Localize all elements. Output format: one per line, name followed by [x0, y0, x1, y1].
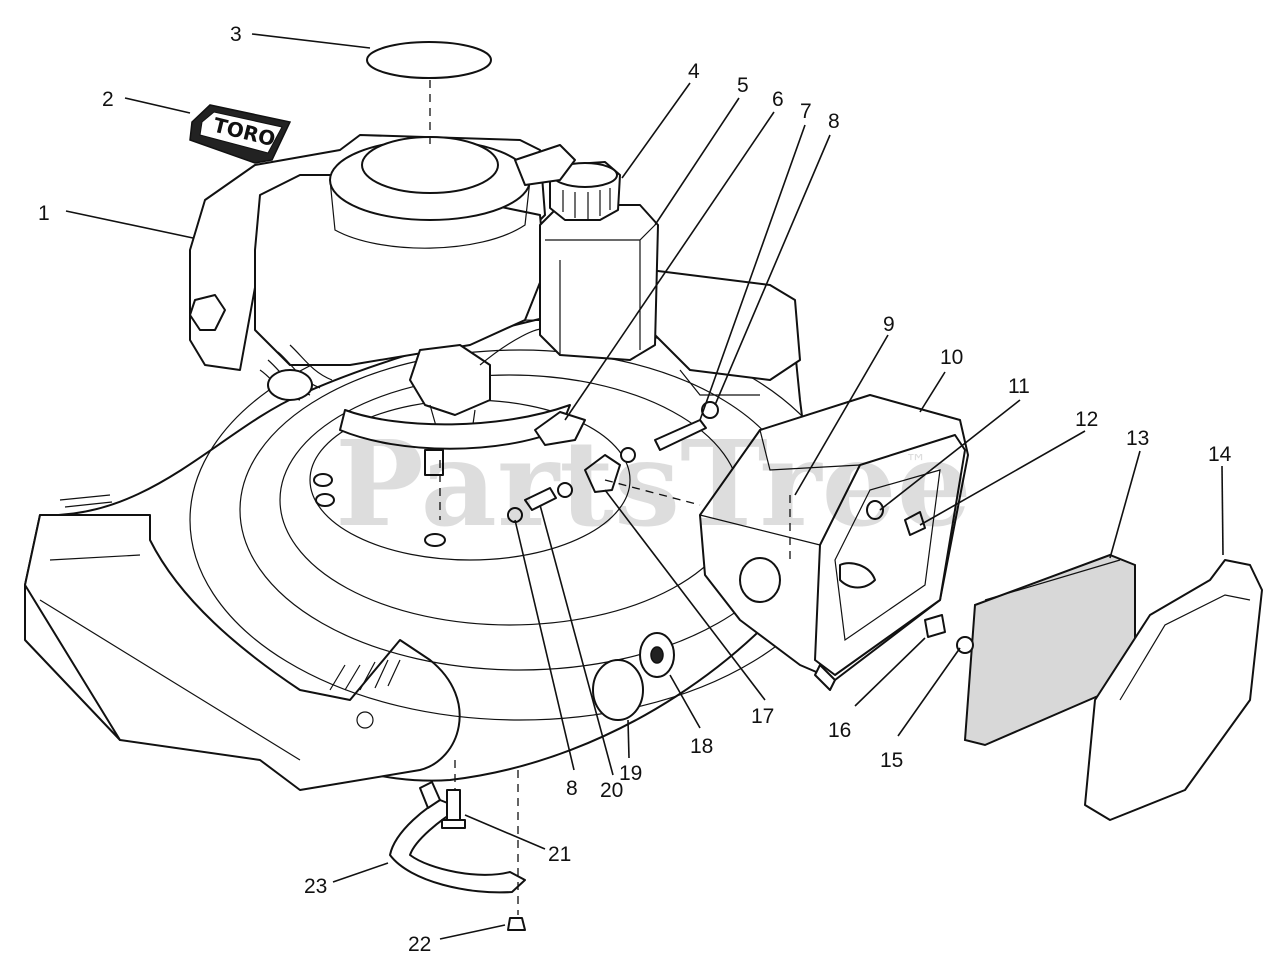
- callout-label: 17: [751, 705, 774, 728]
- callout-label: 14: [1208, 443, 1232, 466]
- toro-decal: TORO: [189, 104, 292, 164]
- callout-label: 10: [940, 346, 963, 369]
- callout-labels: 1 2 3 4 5 6 7 8 9 10 11 12 13 14 15 16 1…: [38, 23, 1232, 956]
- oval-label: [366, 41, 492, 79]
- callout-label: 4: [688, 60, 700, 83]
- callout-label: 23: [304, 875, 327, 898]
- callout-label: 22: [408, 933, 431, 956]
- callout-label: 19: [619, 762, 642, 785]
- fuel-tank: [514, 144, 659, 361]
- callout-label: 11: [1008, 375, 1030, 398]
- callout-label: 6: [772, 88, 784, 111]
- callout-label: 16: [828, 719, 851, 742]
- callout-label: 18: [690, 735, 713, 758]
- callout-label: 5: [737, 74, 749, 97]
- callout-label: 15: [880, 749, 903, 772]
- callout-label: 3: [230, 23, 242, 46]
- mower-deck: [24, 269, 851, 791]
- callout-label: 8: [566, 777, 578, 800]
- callout-label: 12: [1075, 408, 1098, 431]
- callout-label: 8: [828, 110, 840, 133]
- air-filter-cover: [1084, 559, 1263, 821]
- callout-label: 21: [548, 843, 571, 866]
- muffler-box: [699, 394, 969, 691]
- baffle-bracket: [389, 760, 526, 931]
- callout-label: 1: [38, 202, 50, 225]
- hardware: [313, 401, 974, 721]
- callout-label: 7: [800, 100, 812, 123]
- engine: [189, 134, 571, 476]
- callout-label: 20: [600, 779, 623, 802]
- watermark-text: PartsTree: [335, 414, 972, 553]
- callout-label: 2: [102, 88, 114, 111]
- callout-label: 9: [883, 313, 895, 336]
- callout-label: 13: [1126, 427, 1149, 450]
- watermark-trademark: ™: [905, 451, 927, 476]
- leader-lines: [65, 33, 1224, 940]
